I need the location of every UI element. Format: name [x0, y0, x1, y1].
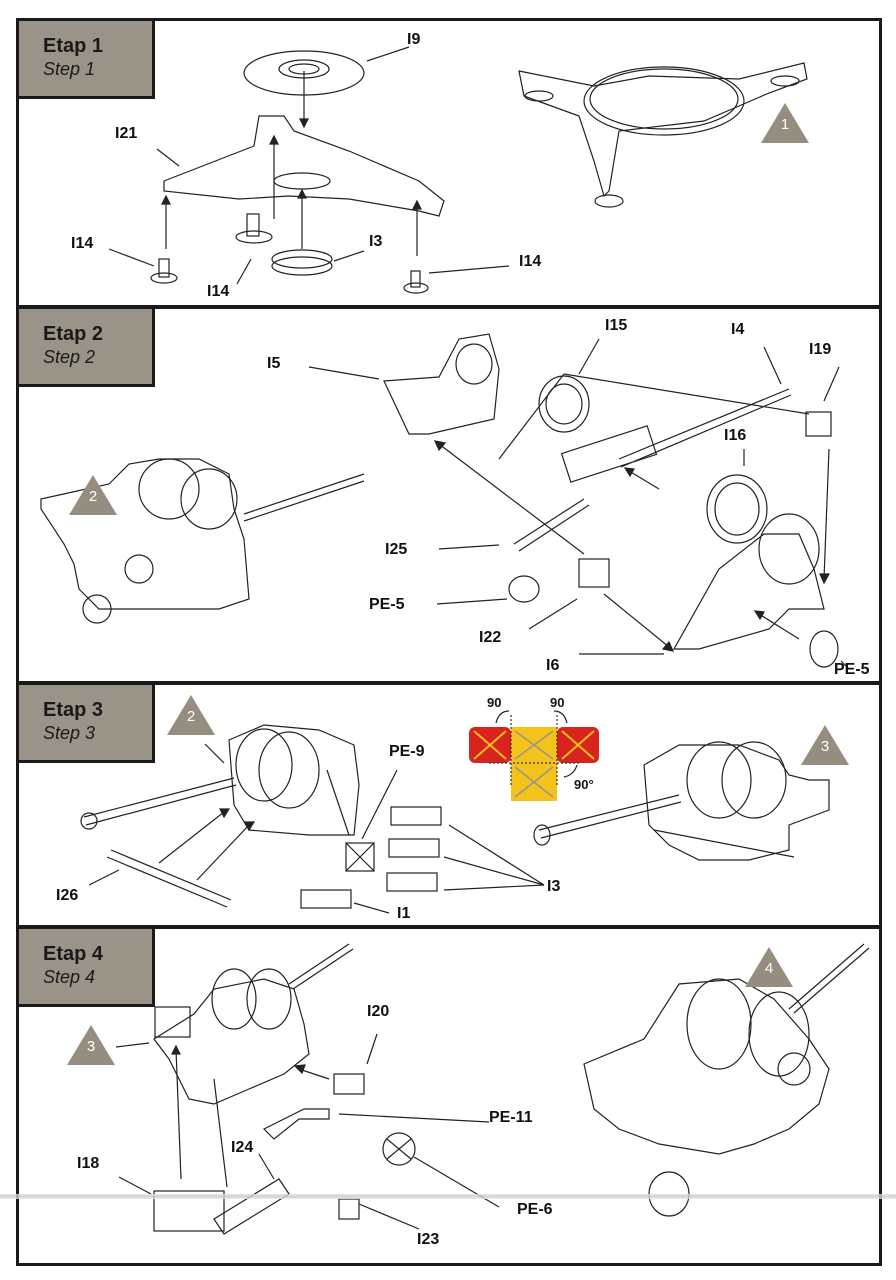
part-I19	[805, 411, 832, 437]
fold-angle-label: 90°	[574, 777, 594, 792]
part-label: PE-6	[517, 1201, 553, 1218]
part-I20	[333, 1073, 365, 1095]
assembled-base	[518, 62, 808, 198]
step-title-pl: Etap 3	[43, 699, 104, 721]
part-label: I19	[809, 341, 832, 358]
step-3-exploded-diagram	[80, 710, 830, 914]
part-I6	[672, 533, 825, 650]
part-label: I1	[397, 905, 411, 922]
part-label: I14	[71, 235, 94, 252]
part-I15	[538, 375, 590, 433]
step-title-en: Step 4	[43, 967, 96, 987]
step-3-header: Etap 3 Step 3	[19, 685, 155, 763]
part-label: I14	[207, 283, 230, 300]
part-label: I20	[367, 1003, 390, 1020]
fold-angle-label: 90	[550, 695, 565, 710]
part-I23	[338, 1198, 360, 1220]
part-PE-9	[345, 842, 375, 872]
part-label: I22	[479, 629, 502, 646]
part-label: PE-9	[389, 743, 425, 760]
step-result-marker: 3	[801, 725, 849, 765]
part-I18	[153, 1190, 225, 1232]
part-PE-5	[809, 630, 839, 668]
step-result-marker: 1	[761, 103, 809, 143]
step-2-exploded-diagram	[40, 333, 850, 670]
part-I1	[300, 889, 352, 909]
assembled-result	[583, 978, 830, 1155]
part-I3	[386, 872, 438, 892]
prior-assembly	[153, 978, 310, 1105]
part-I16	[706, 474, 768, 544]
step-title-pl: Etap 1	[43, 35, 104, 57]
step-title-pl: Etap 2	[43, 323, 104, 345]
part-PE-6	[382, 1132, 416, 1166]
step-4-panel: Etap 4 Step 4 I	[16, 926, 882, 1266]
step-title-en: Step 2	[43, 347, 96, 367]
part-label: I6	[546, 657, 560, 674]
assembled-result	[643, 744, 830, 861]
prior-assembly	[40, 458, 250, 610]
scan-artifact-line	[0, 1194, 896, 1199]
step-result-marker: 4	[745, 947, 793, 987]
part-I24	[213, 1178, 290, 1235]
part-label: PE-5	[369, 596, 405, 613]
step-title-en: Step 1	[43, 59, 96, 79]
part-label: I3	[369, 233, 383, 250]
part-I5	[383, 333, 500, 435]
part-label: I23	[417, 1231, 440, 1248]
part-label: PE-5	[834, 661, 870, 678]
part-label: I25	[385, 541, 408, 558]
part-PE-5	[508, 575, 540, 603]
fold-angle-label: 90	[487, 695, 502, 710]
step-input-marker: 2	[167, 695, 215, 735]
part-I4-barrel	[560, 425, 658, 483]
step-1-panel: Etap 1 Step 1 I9 I21 I14 I14 I3	[16, 18, 882, 308]
prior-assembly	[228, 724, 360, 836]
step-2-panel: Etap 2 Step 2	[16, 306, 882, 684]
part-label: PE-11	[489, 1109, 533, 1126]
step-input-marker: 2	[69, 475, 117, 515]
part-label: I21	[115, 125, 138, 142]
part-I3	[388, 838, 440, 858]
step-1-header: Etap 1 Step 1	[19, 21, 155, 99]
step-4-header: Etap 4 Step 4	[19, 929, 155, 1007]
part-I21-base	[163, 115, 445, 217]
part-label: I3	[547, 878, 561, 895]
part-label: I9	[407, 31, 421, 48]
part-label: I16	[724, 427, 747, 444]
part-label: I4	[731, 321, 745, 338]
part-label: I24	[231, 1139, 254, 1156]
part-label: I15	[605, 317, 628, 334]
part-I3	[390, 806, 442, 826]
step-1-exploded-diagram	[108, 46, 808, 294]
part-PE-11	[262, 1108, 330, 1140]
part-label: I14	[519, 253, 542, 270]
step-title-en: Step 3	[43, 723, 96, 743]
step-2-header: Etap 2 Step 2	[19, 309, 155, 387]
part-label: I18	[77, 1155, 100, 1172]
step-input-marker: 3	[67, 1025, 115, 1065]
step-4-exploded-diagram	[115, 943, 870, 1235]
step-title-pl: Etap 4	[43, 943, 104, 965]
step-3-panel: Etap 3 Step 3	[16, 682, 882, 928]
part-label: I5	[267, 355, 281, 372]
part-label: I26	[56, 887, 79, 904]
part-I22	[578, 558, 610, 588]
